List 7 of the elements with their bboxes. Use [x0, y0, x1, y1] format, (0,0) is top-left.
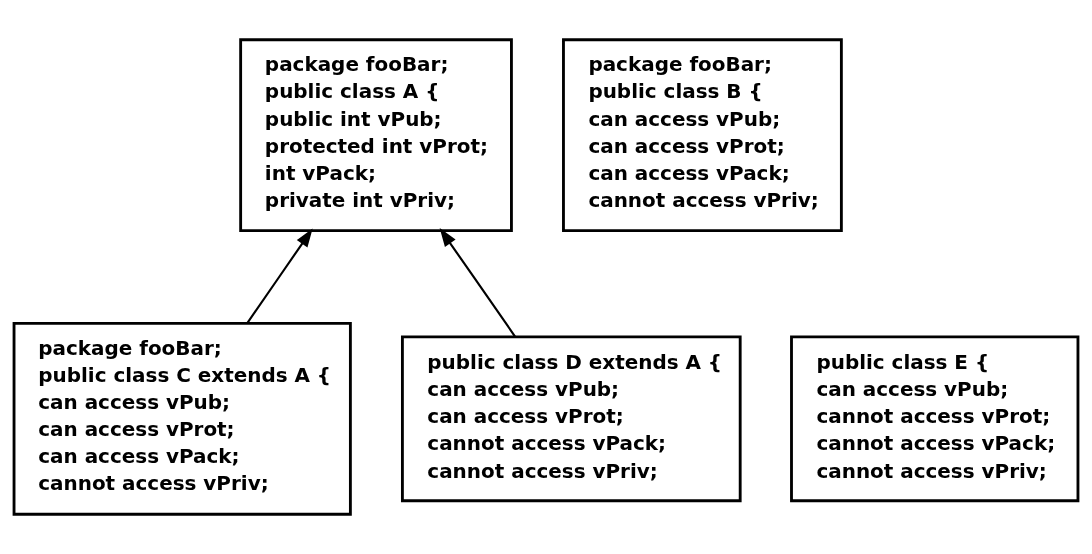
node-box: package fooBar; public class A { public int vPub; protected int vProt; int vPack; private int vPriv;: [239, 38, 513, 233]
node-box: package fooBar; public class C extends A { can access vPub; can access vProt; can access vPack; cannot access vPriv;: [12, 321, 352, 516]
arrow: [246, 228, 313, 324]
arrow: [439, 228, 516, 338]
node-box: public class D extends A { can access vPub; can access vProt; cannot access vPack; cannot access vPriv;: [401, 335, 742, 503]
node-box: package fooBar; public class B { can access vPub; can access vProt; can access vPack; cannot access vPriv;: [562, 38, 843, 233]
node-box: public class E { can access vPub; cannot access vProt; cannot access vPack; cannot access vPriv;: [790, 335, 1080, 503]
